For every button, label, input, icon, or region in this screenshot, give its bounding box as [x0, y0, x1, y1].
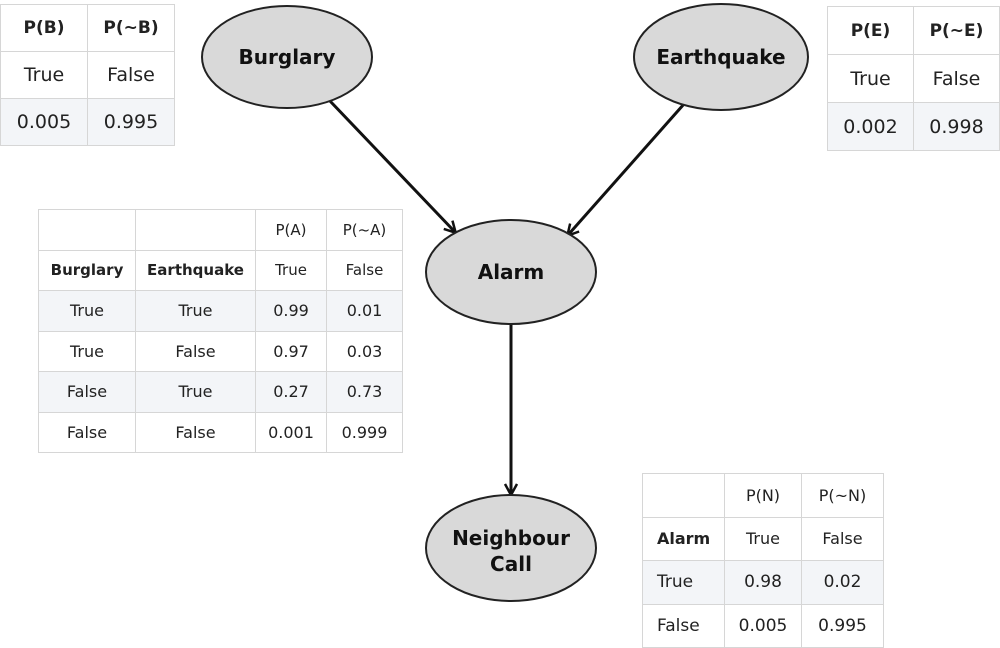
cpt-neighbour-call: P(N) P(~N) Alarm True False True 0.98 0.…	[642, 473, 884, 648]
table-header: P(~B)	[87, 4, 175, 52]
table-header: P(A)	[255, 209, 327, 251]
table-row: Burglary Earthquake True False	[38, 249, 403, 291]
table-cell: True	[135, 290, 256, 332]
node-burglary: Burglary	[201, 5, 373, 109]
table-row: Alarm True False	[642, 516, 884, 561]
cpt-alarm: P(A) P(~A) Burglary Earthquake True Fals…	[38, 209, 403, 453]
edge-earthquake-to-alarm	[568, 103, 686, 235]
node-neighbour-call-label-line2: Call	[490, 552, 532, 576]
node-neighbour-call-label-line1: Neighbour	[452, 526, 570, 550]
node-earthquake-label: Earthquake	[656, 45, 785, 69]
cpt-earthquake: P(E) P(~E) True False 0.002 0.998	[827, 6, 1000, 151]
table-cell: False	[913, 54, 1000, 103]
table-cell: 0.27	[255, 371, 327, 413]
table-row: True 0.98 0.02	[642, 560, 884, 605]
table-row: True False	[827, 54, 1000, 103]
table-cell: 0.999	[326, 411, 403, 453]
table-cell: 0.99	[255, 290, 327, 332]
table-cell: False	[38, 411, 136, 453]
table-header: Alarm	[642, 516, 725, 561]
table-row: True True 0.99 0.01	[38, 290, 403, 332]
table-cell: False	[87, 51, 175, 99]
table-cell: 0.03	[326, 330, 403, 372]
table-cell: False	[38, 371, 136, 413]
table-cell: 0.005	[0, 98, 88, 146]
table-header: P(E)	[827, 6, 914, 55]
table-header: Burglary	[38, 249, 136, 291]
table-cell: 0.97	[255, 330, 327, 372]
table-cell: 0.02	[801, 560, 884, 605]
table-cell: 0.995	[801, 603, 884, 648]
table-cell: True	[0, 51, 88, 99]
table-cell: True	[135, 371, 256, 413]
table-header: False	[801, 516, 884, 561]
table-header: Earthquake	[135, 249, 256, 291]
node-burglary-label: Burglary	[239, 45, 336, 69]
node-alarm-label: Alarm	[478, 260, 545, 284]
table-cell: 0.98	[724, 560, 802, 605]
table-cell: False	[135, 330, 256, 372]
table-empty-cell	[38, 209, 136, 251]
table-row: P(A) P(~A)	[38, 209, 403, 251]
table-cell: False	[135, 411, 256, 453]
table-header: P(~N)	[801, 473, 884, 518]
table-header: P(~A)	[326, 209, 403, 251]
cpt-burglary: P(B) P(~B) True False 0.005 0.995	[0, 4, 175, 146]
table-row: P(N) P(~N)	[642, 473, 884, 518]
table-header: P(~E)	[913, 6, 1000, 55]
table-header: False	[326, 249, 403, 291]
table-cell: 0.005	[724, 603, 802, 648]
table-cell: True	[38, 330, 136, 372]
table-cell: False	[642, 603, 725, 648]
table-cell: True	[827, 54, 914, 103]
table-row: False 0.005 0.995	[642, 603, 884, 648]
table-cell: 0.001	[255, 411, 327, 453]
table-header: P(N)	[724, 473, 802, 518]
table-row: P(E) P(~E)	[827, 6, 1000, 55]
table-row: P(B) P(~B)	[0, 4, 175, 52]
node-alarm: Alarm	[425, 219, 597, 325]
table-row: 0.002 0.998	[827, 102, 1000, 151]
table-empty-cell	[642, 473, 725, 518]
node-earthquake: Earthquake	[633, 3, 809, 111]
table-row: False True 0.27 0.73	[38, 371, 403, 413]
edge-burglary-to-alarm	[328, 99, 455, 232]
table-header: True	[255, 249, 327, 291]
table-cell: 0.998	[913, 102, 1000, 151]
table-cell: 0.01	[326, 290, 403, 332]
table-row: False False 0.001 0.999	[38, 411, 403, 453]
table-row: True False	[0, 51, 175, 99]
table-header: True	[724, 516, 802, 561]
table-cell: True	[38, 290, 136, 332]
table-row: 0.005 0.995	[0, 98, 175, 146]
table-cell: 0.995	[87, 98, 175, 146]
table-cell: 0.73	[326, 371, 403, 413]
node-neighbour-call: Neighbour Call	[425, 494, 597, 602]
table-empty-cell	[135, 209, 256, 251]
table-cell: True	[642, 560, 725, 605]
table-header: P(B)	[0, 4, 88, 52]
table-cell: 0.002	[827, 102, 914, 151]
table-row: True False 0.97 0.03	[38, 330, 403, 372]
